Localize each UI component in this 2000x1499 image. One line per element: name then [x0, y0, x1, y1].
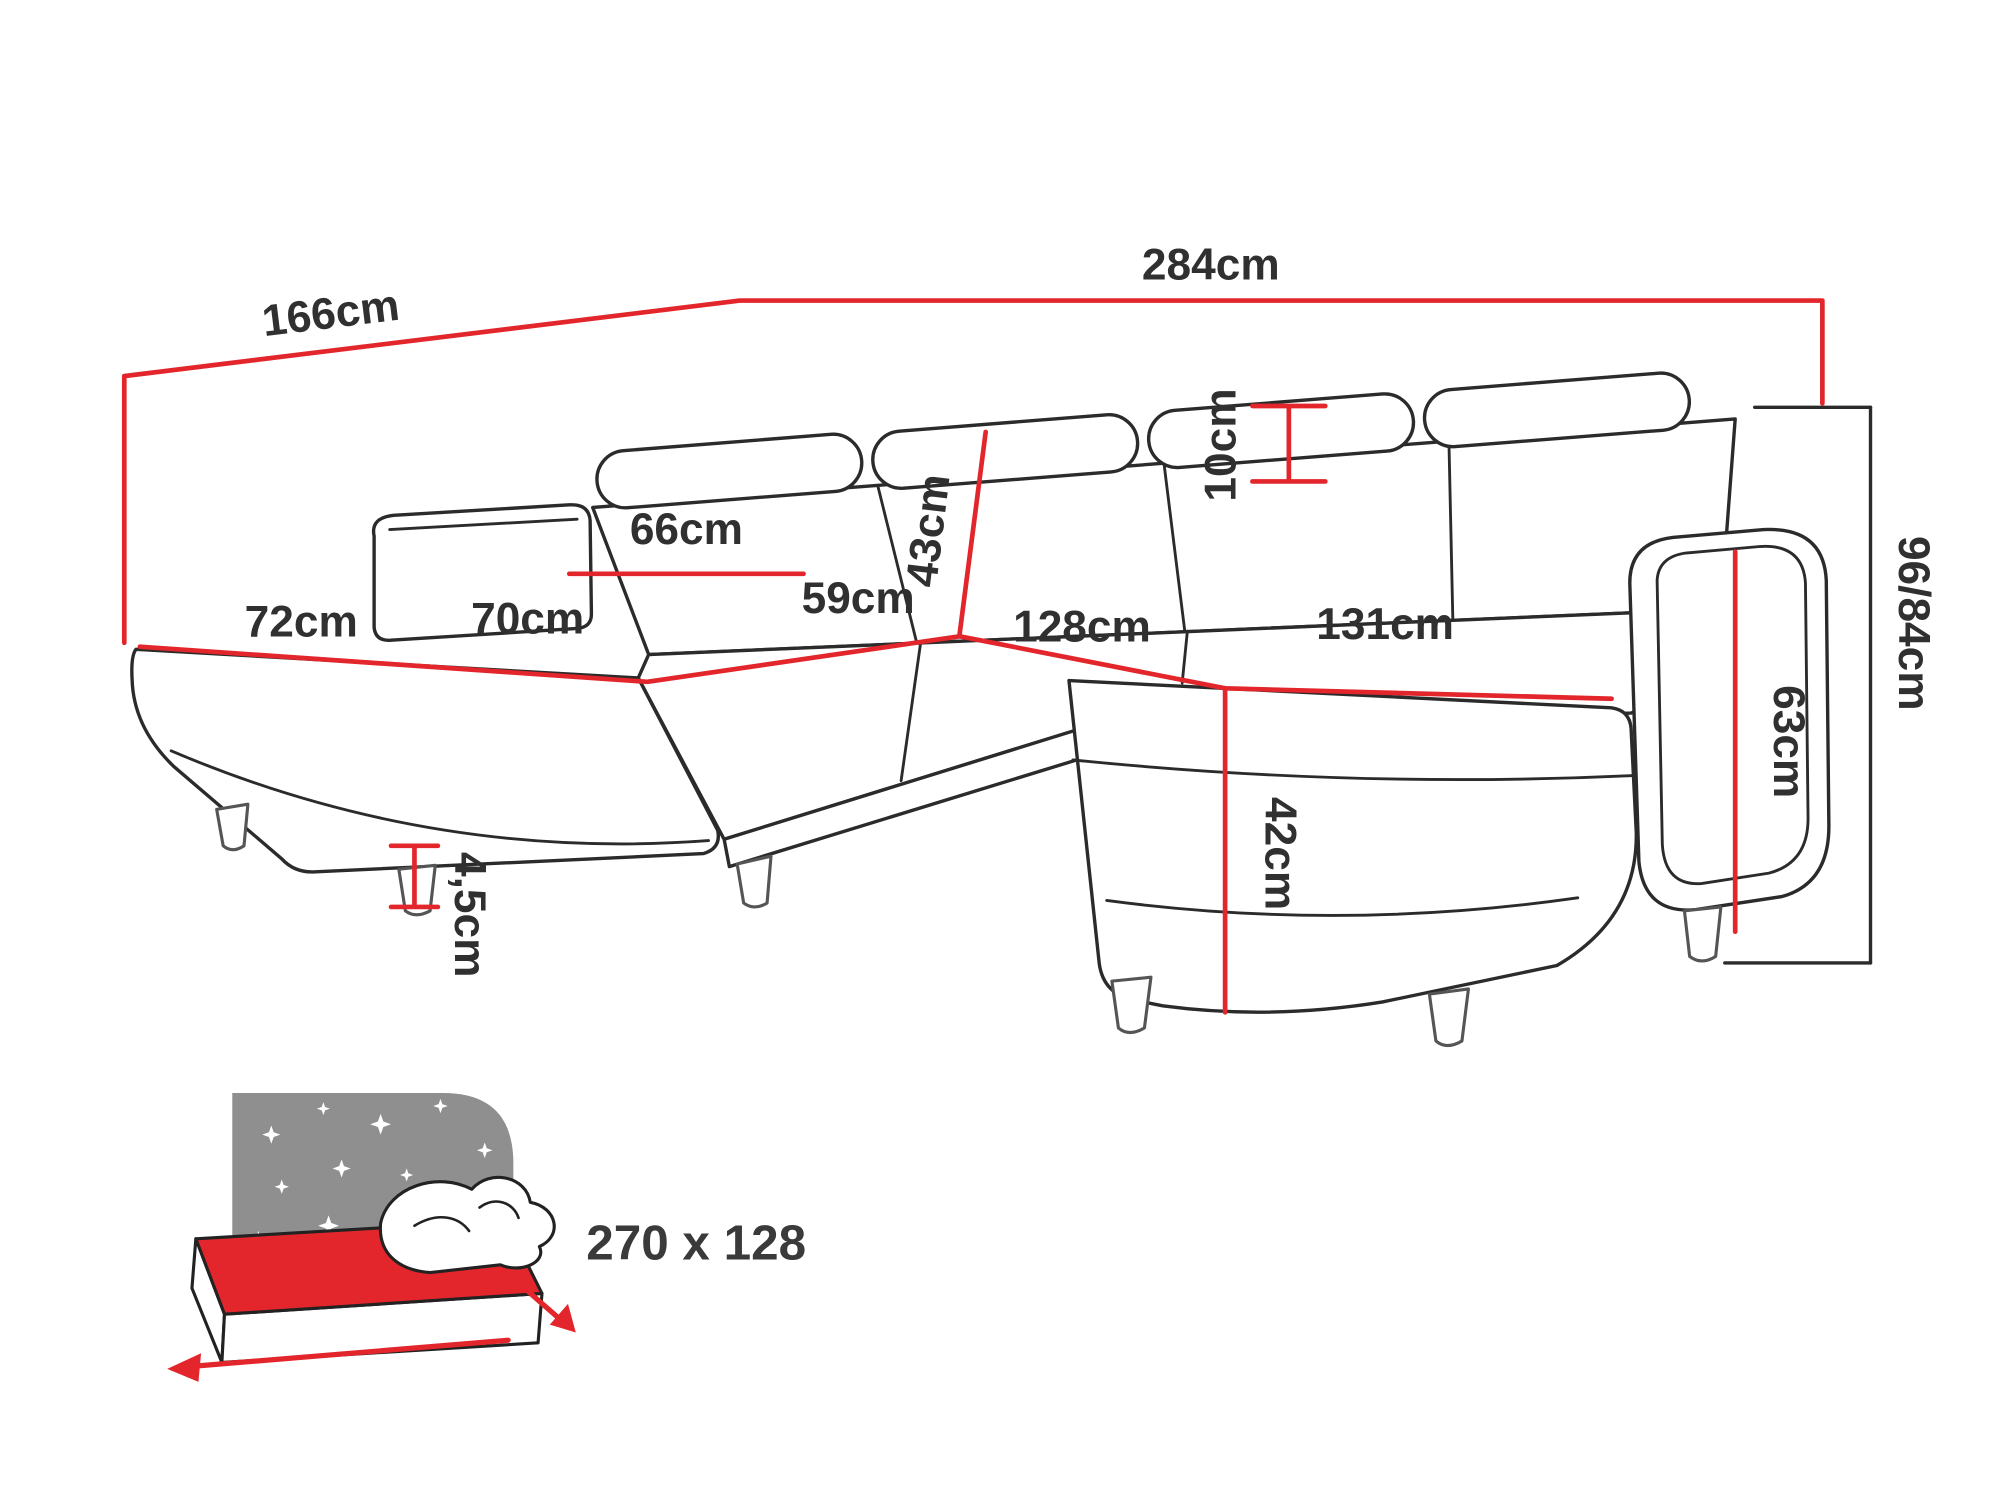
leg-left-chaise-rear: [215, 802, 250, 852]
label-left-chaise-width: 72cm: [245, 597, 358, 646]
sofa-outline: [130, 371, 1831, 1048]
backrest-seam-2: [1162, 461, 1187, 633]
dim-backrest-height-line: [957, 429, 989, 637]
label-left-depth: 166cm: [259, 281, 402, 346]
backrest-seam-1: [876, 483, 919, 645]
sleeping-function-icon: 270 x 128: [167, 1093, 806, 1382]
dimension-lines: [121, 298, 1825, 1015]
leg-left-chaise-front: [397, 863, 437, 917]
dimension-labels: 284cm 166cm 96/84cm 63cm 10cm 43cm 66cm …: [245, 241, 1938, 978]
label-seat-height: 42cm: [1255, 797, 1304, 910]
label-armrest-height: 63cm: [1764, 685, 1813, 798]
label-left-seat-depth: 70cm: [471, 595, 584, 644]
right-chaise-top-seam: [1071, 758, 1636, 782]
duvet-fold-1: [413, 1216, 471, 1233]
unfold-arrows: [167, 1280, 576, 1382]
headrest-cushion-3: [1146, 392, 1416, 470]
dim-width-depth-polyline: [121, 298, 1825, 646]
headrest-cushion-1: [595, 432, 864, 510]
seat-seam-2: [1180, 629, 1189, 685]
right-chaise-front-seam: [1105, 896, 1580, 917]
label-right-chaise-length: 131cm: [1316, 600, 1454, 649]
label-middle-seat-width: 128cm: [1013, 602, 1151, 651]
seat-seam-1: [899, 641, 923, 783]
duvet: [378, 1175, 556, 1275]
dim-leg-height-line: [388, 843, 441, 910]
headrest-cushion-2: [871, 413, 1140, 491]
leg-right-chaise-right: [1427, 987, 1470, 1048]
backrest-seam-3: [1447, 439, 1455, 621]
dimension-total-height-lines: [1723, 405, 1873, 965]
label-headrest-width: 66cm: [630, 505, 743, 554]
label-headrest-thickness: 10cm: [1197, 388, 1246, 501]
unfold-arrow-short-head: [549, 1303, 576, 1333]
label-corner-seat-width: 59cm: [802, 574, 915, 623]
dim-headrest-thickness-line: [1250, 403, 1328, 484]
unfold-arrow-long: [190, 1337, 511, 1369]
unfold-arrow-short: [515, 1280, 563, 1323]
dim-seat-polyline: [137, 633, 1614, 702]
right-armrest: [1628, 527, 1831, 912]
label-total-height: 96/84cm: [1889, 536, 1938, 711]
label-total-width: 284cm: [1142, 241, 1280, 290]
label-leg-height: 4,5cm: [445, 852, 494, 977]
left-chaise-seam: [169, 749, 710, 846]
left-armrest-seam: [388, 517, 579, 532]
unfold-arrow-long-head: [167, 1353, 202, 1382]
right-armrest-seam: [1655, 545, 1810, 885]
sleeping-area-label: 270 x 128: [586, 1216, 806, 1271]
leg-right-chaise-left: [1110, 975, 1153, 1035]
right-chaise: [1067, 678, 1638, 1014]
leg-right-arm: [1682, 905, 1723, 963]
headrest-cushion-4: [1422, 371, 1692, 449]
left-armrest: [371, 503, 594, 642]
leg-corner: [735, 854, 773, 909]
duvet-fold-2: [478, 1200, 520, 1220]
